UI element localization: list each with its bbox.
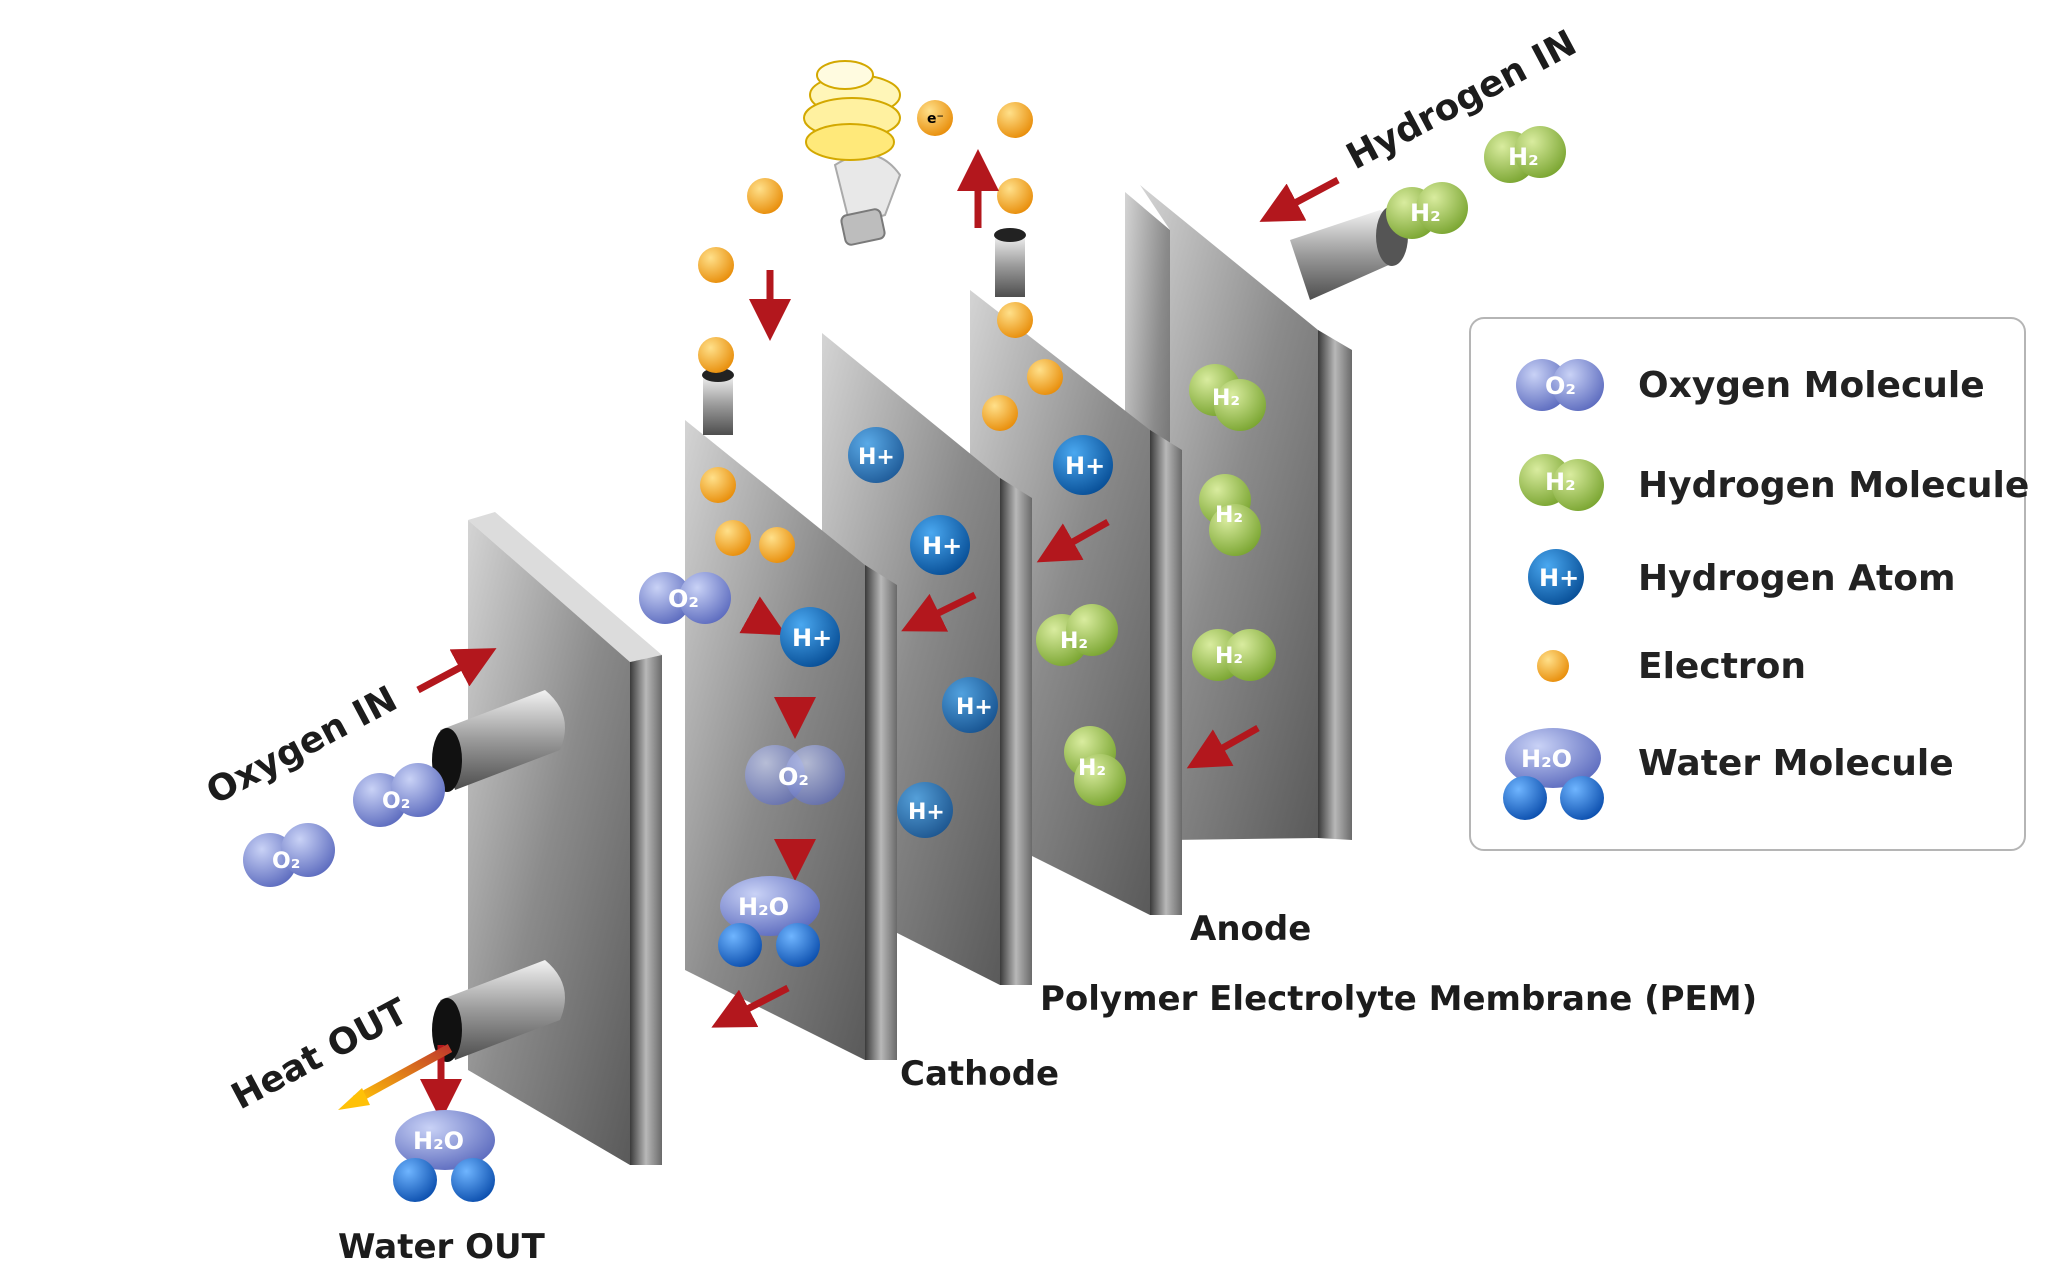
svg-text:H+: H+: [922, 532, 962, 560]
hydrogen-molecule-anode-1: H₂: [1189, 364, 1266, 431]
svg-text:e⁻: e⁻: [927, 111, 944, 127]
svg-text:H₂: H₂: [1060, 629, 1088, 654]
legend-oxygen-label: Oxygen Molecule: [1638, 365, 1985, 406]
electron-stack-top-2: [997, 102, 1033, 214]
hydrogen-molecule-electrode-1: H₂: [1036, 604, 1118, 666]
svg-text:H₂: H₂: [1410, 199, 1441, 227]
electron-stack-top-1: e⁻: [917, 100, 953, 136]
legend-hydrogen-icon: H₂: [1519, 454, 1604, 511]
svg-text:H₂O: H₂O: [413, 1127, 464, 1155]
hydrogen-atom-1: H+: [1053, 435, 1113, 495]
anode-label: Anode: [1190, 909, 1311, 949]
hydrogen-atom-4: H+: [942, 677, 998, 733]
water-out-label: Water OUT: [338, 1227, 546, 1267]
electron-stack-right: [982, 302, 1063, 431]
svg-text:H₂: H₂: [1545, 468, 1576, 496]
hydrogen-atom-2: H+: [848, 427, 904, 483]
svg-text:H+: H+: [956, 695, 993, 720]
svg-text:O₂: O₂: [1545, 372, 1576, 400]
svg-text:O₂: O₂: [272, 849, 300, 874]
electron-stack-left: [698, 178, 795, 563]
legend-atom-icon: H+: [1528, 549, 1584, 605]
oxygen-molecule-cathode: O₂: [639, 572, 731, 624]
hydrogen-atom-5: H+: [897, 782, 953, 838]
svg-text:O₂: O₂: [382, 789, 410, 814]
oxygen-molecule-in-2: O₂: [243, 823, 335, 887]
legend: O₂ Oxygen Molecule H₂ Hydrogen Molecule …: [1469, 317, 2029, 851]
svg-text:H+: H+: [858, 445, 895, 470]
hydrogen-molecule-in-1: H₂: [1484, 126, 1566, 183]
water-molecule-cathode: H₂O: [718, 876, 820, 967]
hydrogen-molecule-electrode-2: H₂: [1064, 726, 1126, 806]
legend-electron-icon: [1537, 650, 1569, 682]
svg-text:H₂: H₂: [1215, 644, 1243, 669]
svg-text:H₂O: H₂O: [738, 893, 789, 921]
legend-oxygen-icon: O₂: [1516, 359, 1604, 411]
svg-text:H₂: H₂: [1212, 386, 1240, 411]
legend-water-icon: H₂O: [1503, 728, 1604, 820]
hydrogen-molecule-in-2: H₂: [1386, 182, 1468, 239]
heat-arrow: [352, 1044, 453, 1104]
svg-text:O₂: O₂: [668, 585, 699, 613]
legend-water-label: Water Molecule: [1638, 743, 1954, 784]
svg-text:H₂O: H₂O: [1521, 745, 1572, 773]
pem-label: Polymer Electrolyte Membrane (PEM): [1040, 979, 1757, 1019]
legend-electron-label: Electron: [1638, 646, 1806, 687]
legend-atom-label: Hydrogen Atom: [1638, 558, 1956, 599]
cathode-label: Cathode: [900, 1054, 1059, 1094]
svg-text:O₂: O₂: [778, 763, 809, 791]
svg-text:H₂: H₂: [1508, 143, 1539, 171]
legend-hydrogen-label: Hydrogen Molecule: [1638, 465, 2029, 506]
heat-arrowhead: [338, 1088, 370, 1110]
svg-text:H+: H+: [792, 624, 832, 652]
svg-text:H+: H+: [1065, 452, 1105, 480]
hydrogen-molecule-anode-2: H₂: [1199, 474, 1261, 556]
svg-text:H+: H+: [908, 800, 945, 825]
svg-text:H₂: H₂: [1215, 503, 1243, 528]
heat-out-label: Heat OUT: [225, 991, 415, 1118]
svg-text:H+: H+: [1539, 564, 1579, 592]
oxygen-molecule-in-1: O₂: [353, 763, 445, 827]
hydrogen-molecule-anode-3: H₂: [1192, 629, 1276, 681]
svg-text:H₂: H₂: [1078, 756, 1106, 781]
hydrogen-atom-3: H+: [910, 515, 970, 575]
water-molecule-out: H₂O: [393, 1110, 495, 1202]
cathode-plate: [468, 512, 662, 1165]
light-bulb-icon: [803, 60, 902, 246]
oxygen-reaction-complex: O₂: [745, 745, 845, 805]
hydrogen-atom-6: H+: [780, 607, 840, 667]
